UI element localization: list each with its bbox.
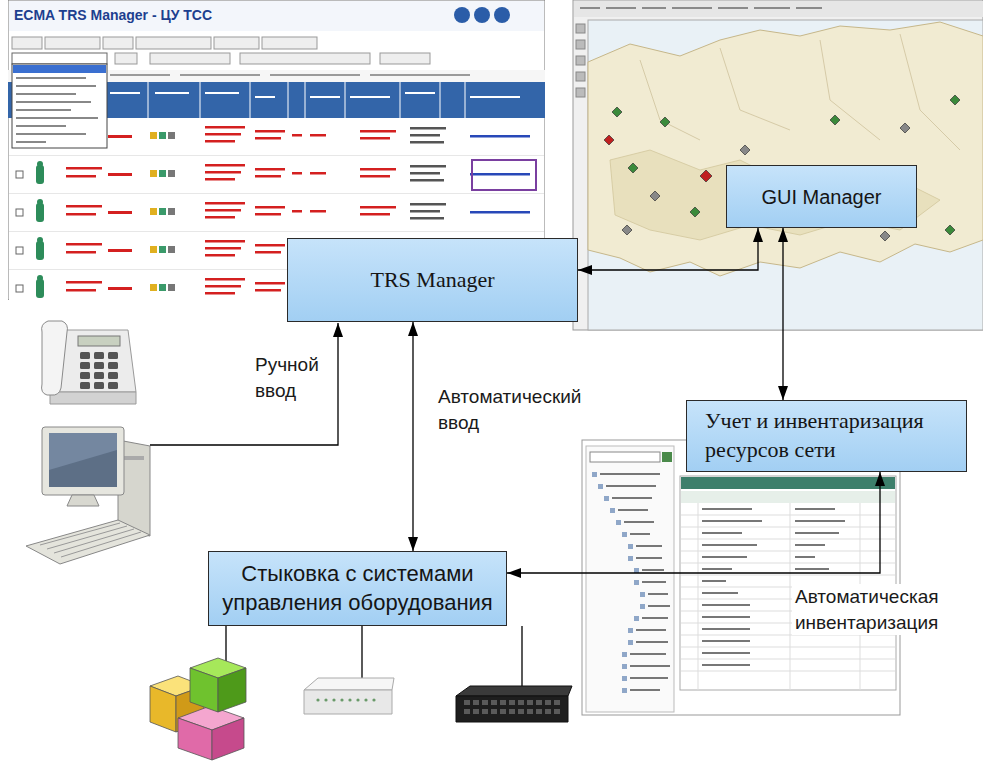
equipment-cubes [150, 658, 246, 760]
router-picture [304, 678, 394, 714]
computer-picture [26, 427, 150, 564]
window-title: ECMA TRS Manager - ЦУ ТСС [14, 7, 334, 23]
inventory-screenshot [582, 440, 900, 715]
connector-arrow [578, 228, 758, 270]
connector-arrow [782, 228, 783, 400]
map-screenshot [573, 0, 983, 330]
box-label: Стыковка с системами управления оборудов… [217, 560, 498, 617]
process-box: Стыковка с системами управления оборудов… [208, 551, 507, 626]
box-label: GUI Manager [737, 184, 906, 210]
box-label: TRS Manager [298, 266, 567, 295]
process-box: Учет и инвентаризация ресурсов сети [686, 400, 967, 472]
connector-arrow [412, 322, 413, 551]
input-arrow [150, 323, 338, 445]
process-box: TRS Manager [287, 238, 578, 322]
edge-label: Автоматический ввод [435, 384, 606, 435]
switch-picture [456, 686, 572, 722]
phone-picture [42, 321, 136, 404]
equipment-wire [226, 626, 522, 686]
connector-arrow [507, 472, 880, 573]
edge-label: Автоматическая инвентаризация [792, 584, 976, 635]
process-box: GUI Manager [726, 165, 917, 228]
input-label: Ручной ввод [255, 352, 333, 403]
box-label: Учет и инвентаризация ресурсов сети [705, 407, 948, 464]
